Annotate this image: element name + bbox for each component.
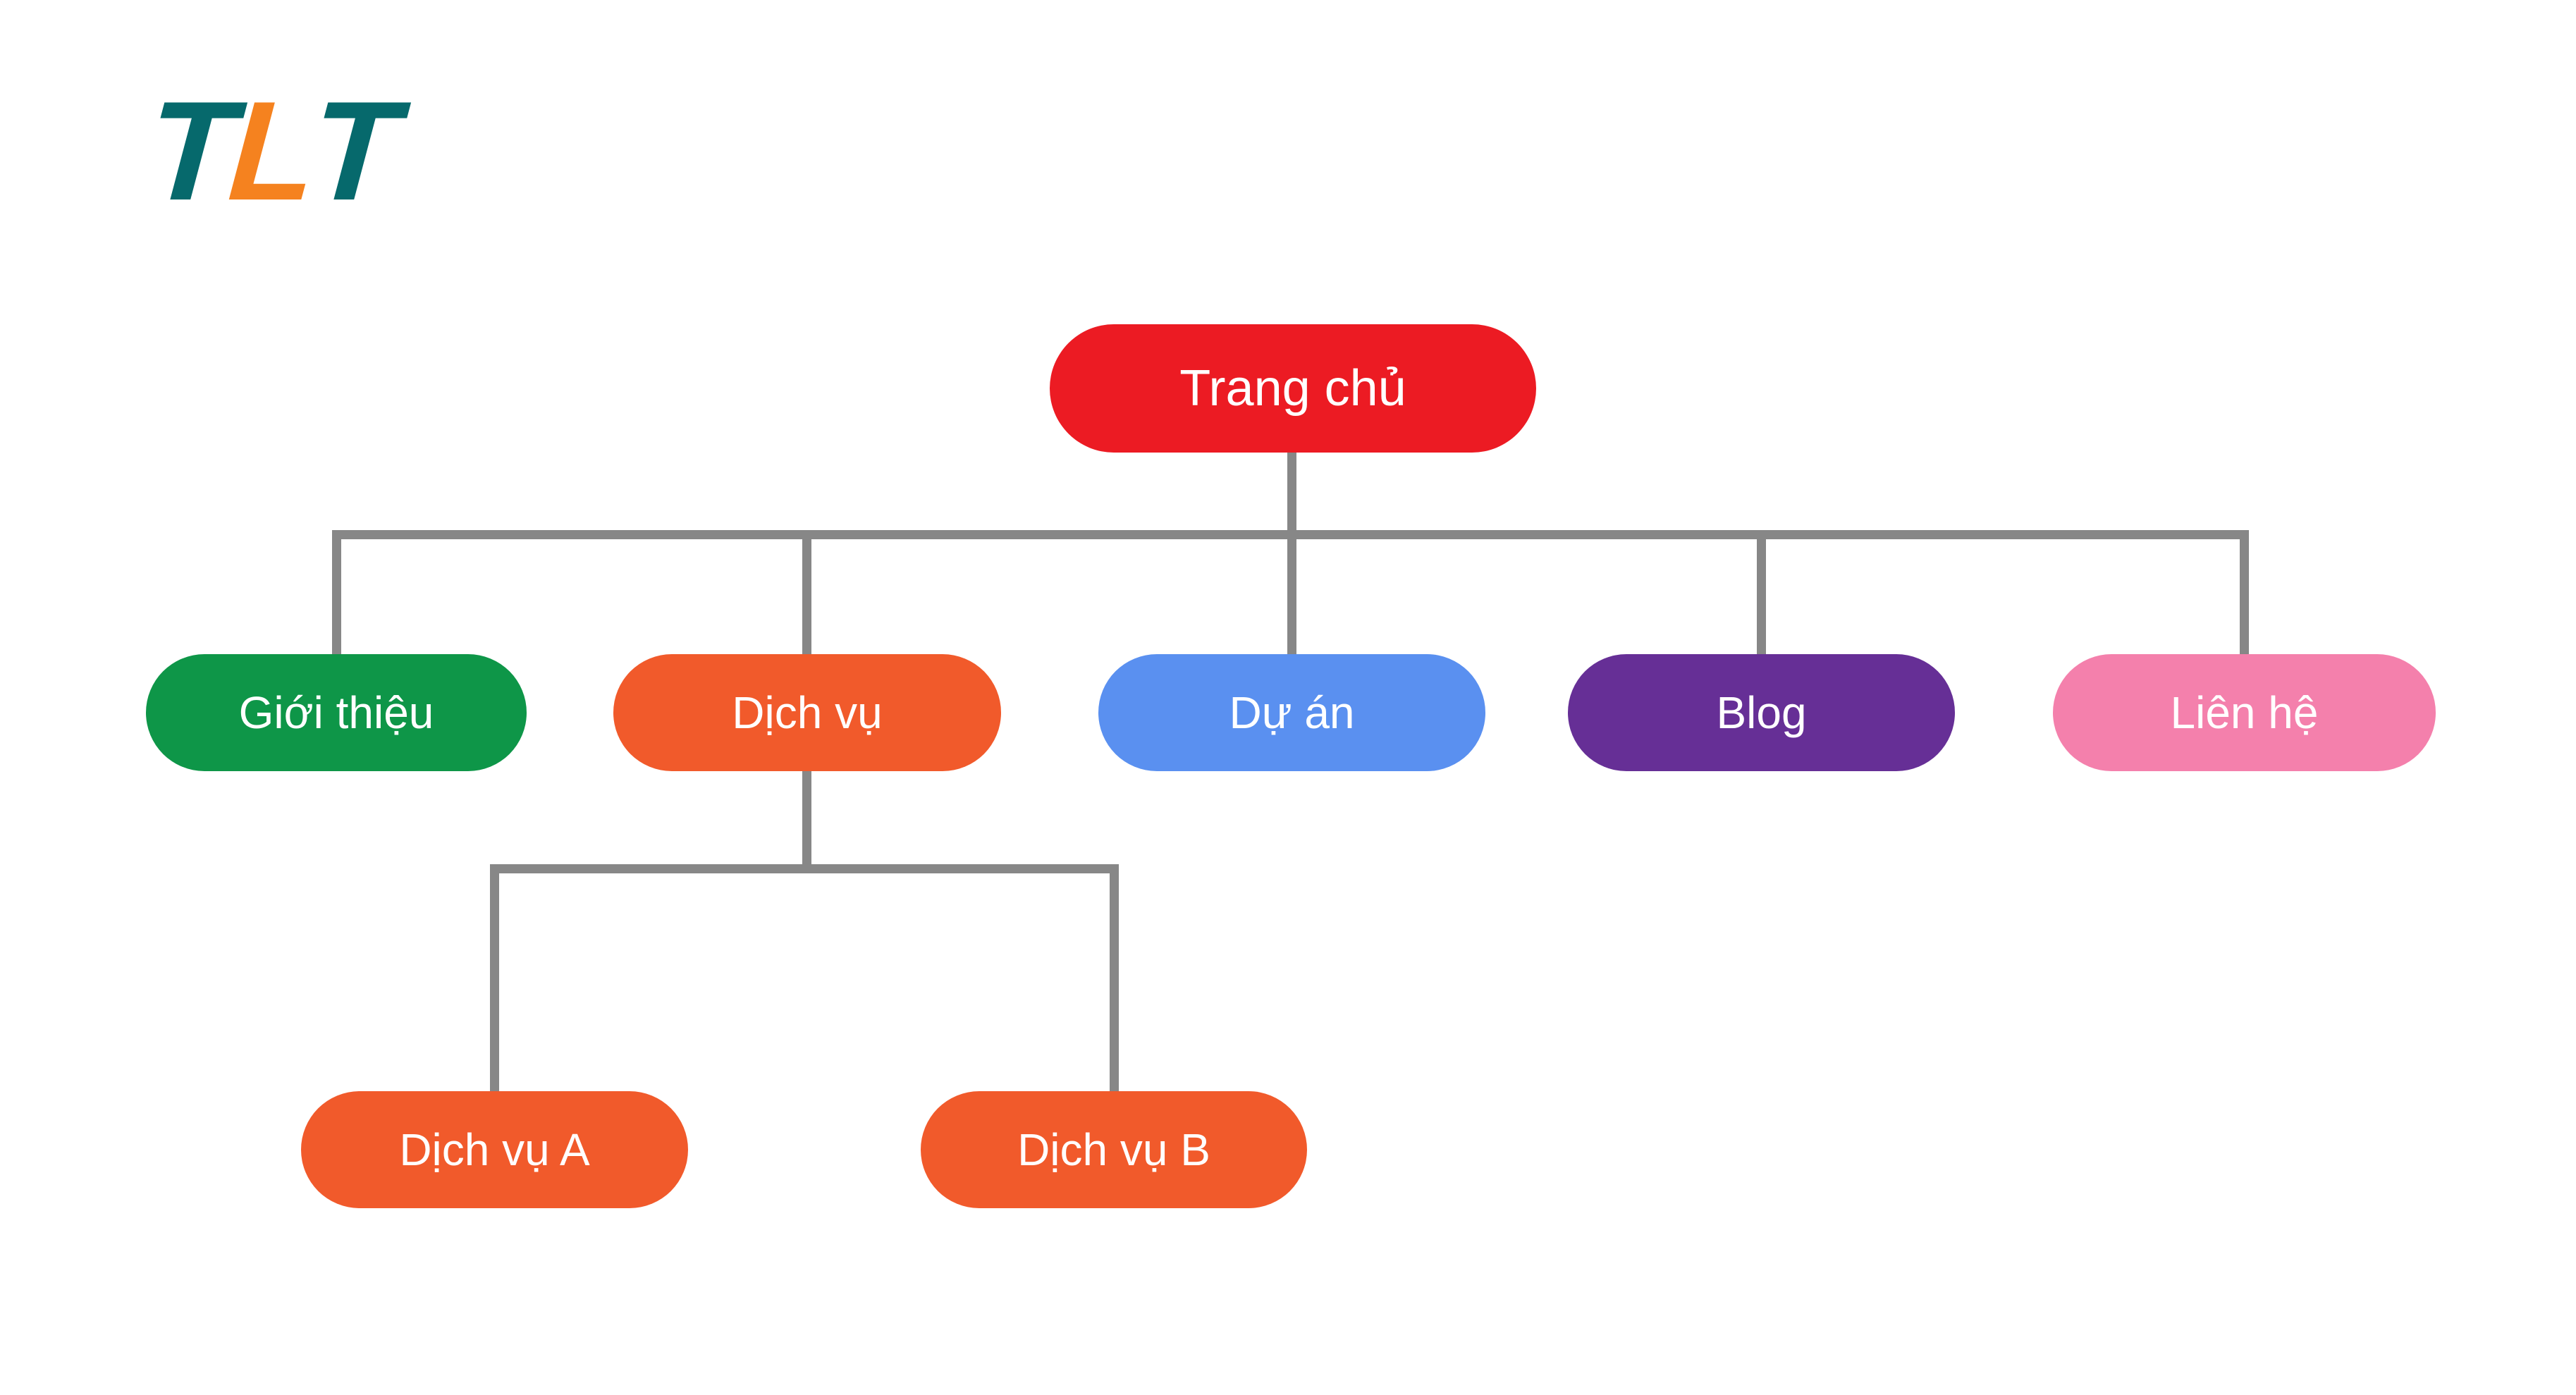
connector-level3-bar (490, 864, 1119, 873)
connector-drop-dich-vu-a (490, 864, 499, 1091)
connector-root-stem (1287, 451, 1296, 534)
node-dich-vu-b-label: Dịch vụ B (1017, 1124, 1210, 1175)
connector-drop-blog (1757, 530, 1766, 654)
node-dich-vu-label: Dịch vụ (732, 687, 883, 738)
node-du-an: Dự án (1098, 654, 1485, 771)
node-trang-chu-label: Trang chủ (1179, 360, 1406, 417)
connector-drop-dich-vu-b (1110, 864, 1119, 1091)
logo-letter-l: L (224, 73, 318, 230)
brand-logo-tlt: TLT (142, 73, 399, 230)
connector-drop-dich-vu (802, 530, 811, 654)
node-dich-vu: Dịch vụ (613, 654, 1001, 771)
node-gioi-thieu-label: Giới thiệu (238, 687, 434, 738)
node-dich-vu-a: Dịch vụ A (301, 1091, 688, 1208)
node-trang-chu: Trang chủ (1050, 324, 1536, 453)
connector-drop-gioi-thieu (332, 530, 341, 654)
node-dich-vu-b: Dịch vụ B (921, 1091, 1307, 1208)
logo-letter-t2: T (306, 73, 400, 230)
node-du-an-label: Dự án (1229, 687, 1355, 738)
node-blog: Blog (1568, 654, 1955, 771)
connector-dich-vu-stem (802, 771, 811, 868)
connector-drop-lien-he (2240, 530, 2249, 654)
node-gioi-thieu: Giới thiệu (146, 654, 527, 771)
node-lien-he: Liên hệ (2053, 654, 2436, 771)
node-blog-label: Blog (1716, 687, 1807, 738)
node-lien-he-label: Liên hệ (2170, 687, 2319, 738)
node-dich-vu-a-label: Dịch vụ A (399, 1124, 590, 1175)
logo-letter-t1: T (142, 73, 236, 230)
connector-drop-du-an (1287, 530, 1296, 654)
